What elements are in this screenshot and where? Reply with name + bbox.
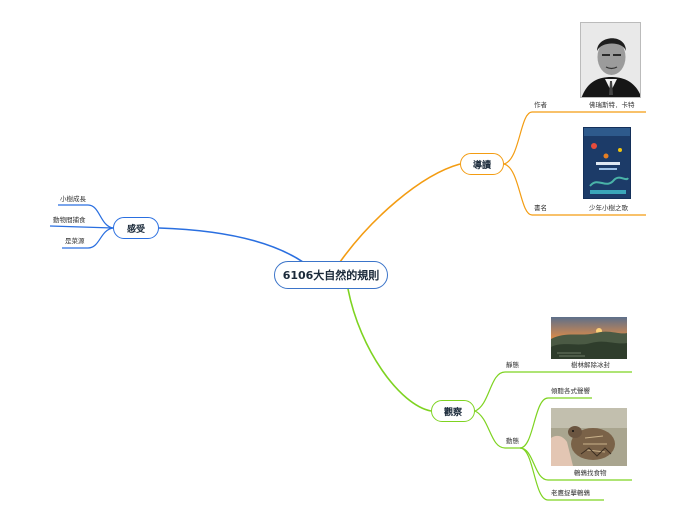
leaf-food-source[interactable]: 是菜源	[65, 237, 85, 245]
leaf-author-name[interactable]: 佛瑞斯特．卡特	[589, 101, 635, 109]
subtopic-dynamic[interactable]: 動態	[506, 437, 519, 445]
portrait-photo	[580, 22, 641, 98]
leaf-listen-sounds[interactable]: 傾聽各式聲響	[551, 387, 590, 395]
subtopic-static[interactable]: 靜態	[506, 361, 519, 369]
quail-photo	[551, 408, 627, 466]
leaf-eagle-quail[interactable]: 老鷹捉擊鵪鶉	[551, 489, 590, 497]
leaf-tree-growth[interactable]: 小樹成長	[60, 195, 86, 203]
topic-observe[interactable]: 觀察	[431, 400, 475, 422]
leaf-forest-thaw[interactable]: 樹林解除冰封	[571, 361, 610, 369]
topic-guide[interactable]: 導讀	[460, 153, 504, 175]
topic-feel[interactable]: 感受	[113, 217, 159, 239]
subtopic-author[interactable]: 作者	[534, 101, 547, 109]
topic-feel-label: 感受	[126, 224, 145, 235]
leaf-book-title[interactable]: 少年小樹之歌	[589, 204, 628, 212]
leaf-animal-predation[interactable]: 動物間捕食	[53, 216, 86, 224]
book-cover-image	[583, 127, 631, 199]
central-topic-label: 6106大自然的規則	[282, 269, 380, 282]
leaf-quail-food[interactable]: 鵪鶉找食物	[574, 469, 607, 477]
topic-observe-label: 觀察	[443, 407, 462, 418]
topic-guide-label: 導讀	[472, 160, 491, 171]
forest-landscape-photo	[551, 317, 627, 359]
subtopic-title[interactable]: 書名	[534, 204, 547, 212]
central-topic[interactable]: 6106大自然的規則	[274, 261, 388, 289]
